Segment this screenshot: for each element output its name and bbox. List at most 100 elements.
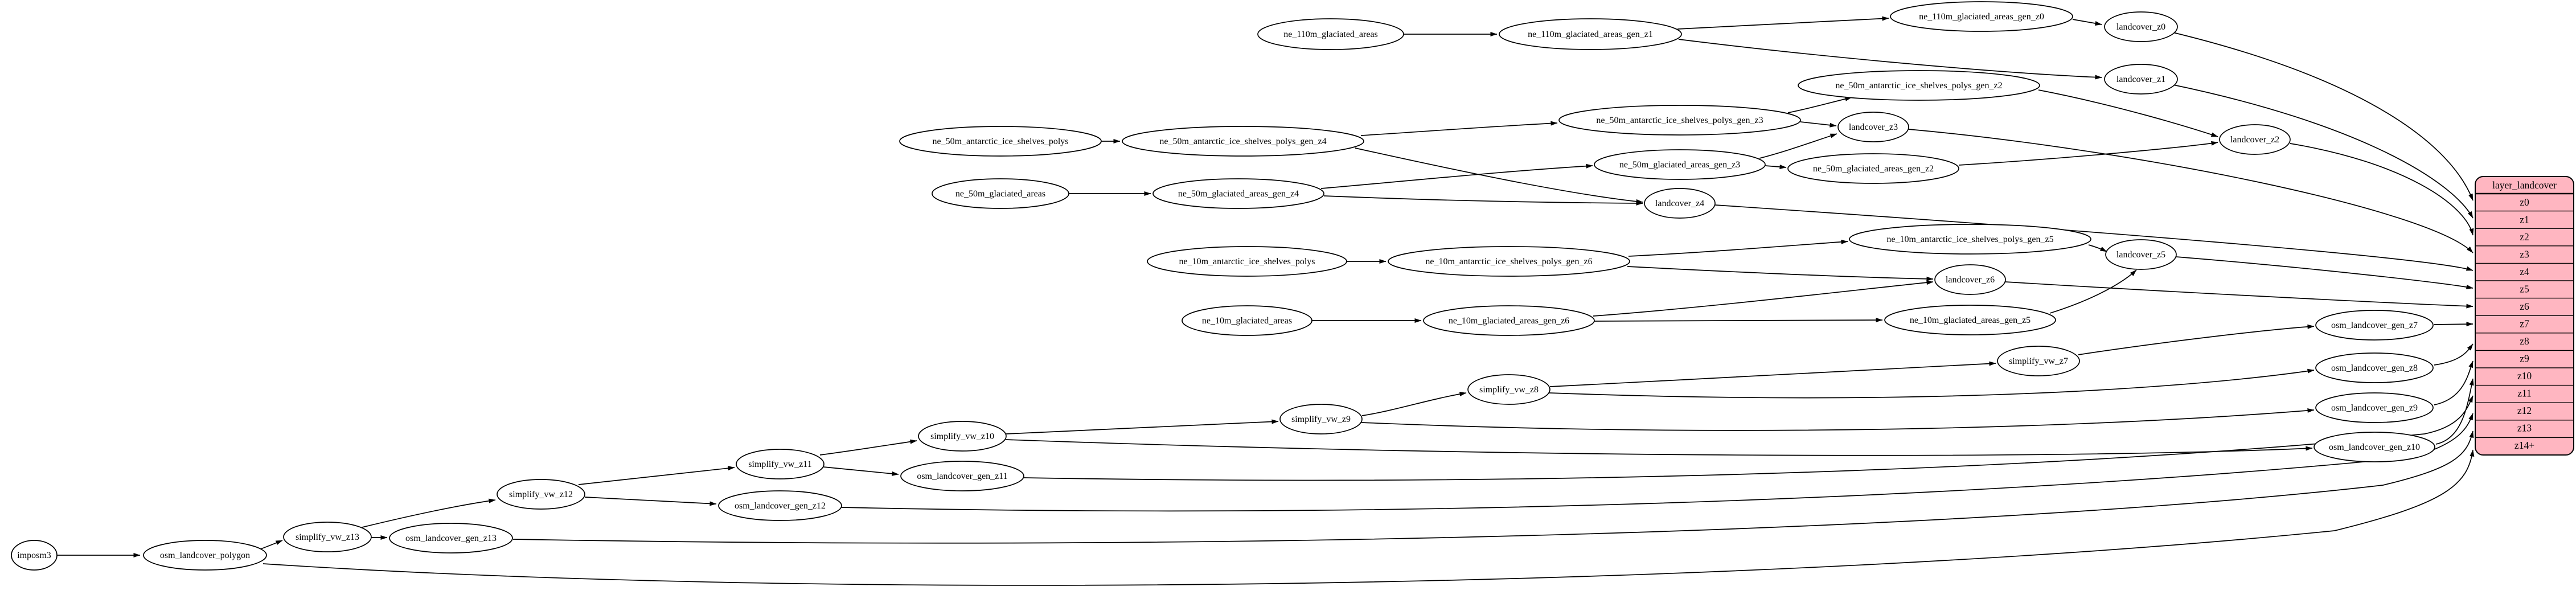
layer-landcover-table: layer_landcover z0 z1 z2 z3 z4 z5 z6 z7 … (2475, 176, 2574, 456)
simplify_vw_z13-label: simplify_vw_z13 (296, 532, 359, 542)
ne_50m_antarctic_ice_shelves_polys_gen_z3-ellipse (1558, 105, 1801, 136)
edge-osm_landcover_gen_z12-to-z12 (841, 413, 2474, 512)
ne_50m_antarctic_ice_shelves_polys-label: ne_50m_antarctic_ice_shelves_polys (932, 137, 1068, 146)
node-ne_50m_glaciated_areas_gen_z2: ne_50m_glaciated_areas_gen_z2 (1787, 153, 1959, 184)
osm_landcover_gen_z8-ellipse (2315, 352, 2434, 383)
osm_landcover_gen_z7-label: osm_landcover_gen_z7 (2331, 321, 2418, 330)
edge-ne_50m_shelves_gen_z4-to-gen_z3 (1360, 121, 1558, 136)
ne_110m_glaciated_areas_gen_z0-label: ne_110m_glaciated_areas_gen_z0 (1919, 12, 2044, 22)
osm_landcover_gen_z11-ellipse (900, 461, 1024, 491)
node-simplify_vw_z9: simplify_vw_z9 (1279, 404, 1363, 434)
node-ne_110m_glaciated_areas: ne_110m_glaciated_areas (1257, 18, 1404, 50)
ne_10m_glaciated_areas_gen_z6-label: ne_10m_glaciated_areas_gen_z6 (1449, 316, 1569, 326)
edge-landcover_z1-to-z1 (2170, 84, 2474, 219)
landcover_z1-label: landcover_z1 (2116, 75, 2165, 84)
edge-landcover_z6-to-z6 (2005, 281, 2474, 309)
node-landcover_z2: landcover_z2 (2219, 124, 2291, 155)
landcover_z1-ellipse (2104, 64, 2178, 95)
ne_50m_antarctic_ice_shelves_polys_gen_z4-ellipse (1122, 126, 1364, 157)
edge-landcover_z2-to-z2 (2290, 143, 2474, 236)
edge-osm_landcover_polygon-to-simplify_vw_z13 (260, 540, 283, 550)
edge-ne_50m_glaciated_gen_z2-to-landcover_z2 (1958, 141, 2218, 166)
node-landcover_z3: landcover_z3 (1837, 112, 1909, 142)
node-ne_10m_glaciated_areas_gen_z5: ne_10m_glaciated_areas_gen_z5 (1884, 305, 2056, 335)
edge-simplify_vw_z7-to-osm_landcover_gen_z7 (2078, 324, 2315, 355)
ne_10m_antarctic_ice_shelves_polys_gen_z5-ellipse (1849, 224, 2091, 255)
table-row-z7: z7 (2520, 318, 2529, 330)
edge-landcover_z5-to-z5 (2176, 256, 2474, 289)
node-ne_50m_glaciated_areas_gen_z3: ne_50m_glaciated_areas_gen_z3 (1594, 149, 1766, 180)
edge-simplify_vw_z12-to-simplify_vw_z11 (578, 466, 735, 485)
ne_10m_glaciated_areas-label: ne_10m_glaciated_areas (1202, 316, 1292, 326)
table-row-z6: z6 (2520, 301, 2529, 312)
edge-ne_110m_gen_z0-to-landcover_z0 (2072, 19, 2102, 26)
ne_10m_glaciated_areas_gen_z6-ellipse (1423, 305, 1595, 336)
node-ne_50m_antarctic_ice_shelves_polys_gen_z2: ne_50m_antarctic_ice_shelves_polys_gen_z… (1798, 70, 2040, 101)
node-imposm3: imposm3 (11, 540, 58, 571)
simplify_vw_z9-label: simplify_vw_z9 (1291, 415, 1351, 424)
ne_10m_antarctic_ice_shelves_polys-label: ne_10m_antarctic_ice_shelves_polys (1179, 257, 1315, 266)
node-simplify_vw_z12: simplify_vw_z12 (497, 479, 585, 510)
table-row-z5: z5 (2520, 284, 2529, 295)
nodes: imposm3 osm_landcover_polygon simplify_v… (11, 1, 2435, 571)
edge-simplify_vw_z11-to-osm_landcover_gen_z11 (823, 466, 899, 476)
ne_50m_antarctic_ice_shelves_polys_gen_z3-label: ne_50m_antarctic_ice_shelves_polys_gen_z… (1596, 116, 1763, 125)
osm_landcover_gen_z13-label: osm_landcover_gen_z13 (405, 534, 497, 543)
edge-ne_50m_shelves_gen_z3-to-landcover_z3 (1800, 121, 1837, 128)
simplify_vw_z8-ellipse (1467, 374, 1550, 405)
node-landcover_z6: landcover_z6 (1934, 264, 2006, 295)
table-row-z2: z2 (2520, 231, 2529, 243)
edge-simplify_vw_z9-to-osm_landcover_gen_z9 (1361, 408, 2315, 431)
simplify_vw_z8-label: simplify_vw_z8 (1479, 385, 1539, 395)
node-ne_50m_antarctic_ice_shelves_polys_gen_z4: ne_50m_antarctic_ice_shelves_polys_gen_z… (1122, 126, 1364, 157)
node-osm_landcover_polygon: osm_landcover_polygon (143, 540, 267, 571)
landcover_z0-label: landcover_z0 (2116, 22, 2165, 32)
landcover_z3-ellipse (1837, 112, 1909, 142)
ne_50m_glaciated_areas_gen_z2-ellipse (1787, 153, 1959, 184)
edge-ne_10m_shelves_gen_z5-to-landcover_z5 (2088, 244, 2107, 252)
node-ne_50m_glaciated_areas_gen_z4: ne_50m_glaciated_areas_gen_z4 (1152, 178, 1324, 209)
simplify_vw_z11-label: simplify_vw_z11 (748, 460, 811, 469)
ne_110m_glaciated_areas_gen_z0-ellipse (1890, 1, 2073, 32)
ne_110m_glaciated_areas_gen_z1-label: ne_110m_glaciated_areas_gen_z1 (1528, 30, 1653, 39)
table-row-z14plus: z14+ (2515, 440, 2534, 451)
edge-simplify_vw_z11-to-simplify_vw_z10 (819, 439, 917, 456)
node-osm_landcover_gen_z10: osm_landcover_gen_z10 (2314, 432, 2435, 462)
node-ne_50m_glaciated_areas: ne_50m_glaciated_areas (932, 178, 1069, 209)
landcover_z2-ellipse (2219, 124, 2291, 155)
simplify_vw_z12-ellipse (497, 479, 585, 510)
table-row-z12: z12 (2517, 405, 2532, 416)
osm_landcover_gen_z12-label: osm_landcover_gen_z12 (735, 501, 826, 511)
landcover_z2-label: landcover_z2 (2230, 135, 2279, 145)
node-ne_110m_glaciated_areas_gen_z0: ne_110m_glaciated_areas_gen_z0 (1890, 1, 2073, 32)
edge-ne_50m_glaciated_gen_z4-to-gen_z3 (1320, 163, 1593, 189)
edge-osm_landcover_gen_z11-to-z11 (1023, 395, 2474, 481)
osm_landcover_gen_z8-label: osm_landcover_gen_z8 (2331, 363, 2418, 373)
edge-osm_landcover_gen_z10-to-z10 (2435, 378, 2474, 445)
node-landcover_z4: landcover_z4 (1644, 188, 1716, 219)
node-simplify_vw_z10: simplify_vw_z10 (918, 421, 1007, 452)
edge-ne_10m_shelves_gen_z6-to-landcover_z6 (1627, 266, 1934, 281)
ne_50m_glaciated_areas-label: ne_50m_glaciated_areas (955, 189, 1045, 199)
edge-simplify_vw_z10-to-simplify_vw_z9 (1006, 419, 1279, 434)
node-ne_50m_antarctic_ice_shelves_polys: ne_50m_antarctic_ice_shelves_polys (899, 126, 1102, 157)
ne_10m_antarctic_ice_shelves_polys_gen_z6-label: ne_10m_antarctic_ice_shelves_polys_gen_z… (1425, 257, 1592, 266)
table-row-z1: z1 (2520, 214, 2529, 225)
node-simplify_vw_z7: simplify_vw_z7 (1997, 346, 2080, 376)
ne_50m_glaciated_areas-ellipse (932, 178, 1069, 209)
edge-ne_110m_gen_z1-to-gen_z0 (1677, 16, 1889, 30)
osm_landcover_polygon-label: osm_landcover_polygon (160, 551, 250, 560)
simplify_vw_z12-label: simplify_vw_z12 (509, 490, 573, 499)
node-simplify_vw_z8: simplify_vw_z8 (1467, 374, 1550, 405)
ne_50m_glaciated_areas_gen_z3-label: ne_50m_glaciated_areas_gen_z3 (1619, 160, 1740, 170)
edge-simplify_vw_z10-to-osm_landcover_gen_z10 (1005, 439, 2313, 456)
simplify_vw_z7-ellipse (1997, 346, 2080, 376)
edges (57, 16, 2475, 586)
simplify_vw_z11-ellipse (736, 449, 825, 479)
table-title: layer_landcover (2492, 179, 2557, 191)
osm_landcover_gen_z11-label: osm_landcover_gen_z11 (917, 471, 1007, 481)
osm_landcover_gen_z12-ellipse (718, 490, 842, 521)
ne_50m_antarctic_ice_shelves_polys_gen_z2-label: ne_50m_antarctic_ice_shelves_polys_gen_z… (1835, 81, 2002, 91)
